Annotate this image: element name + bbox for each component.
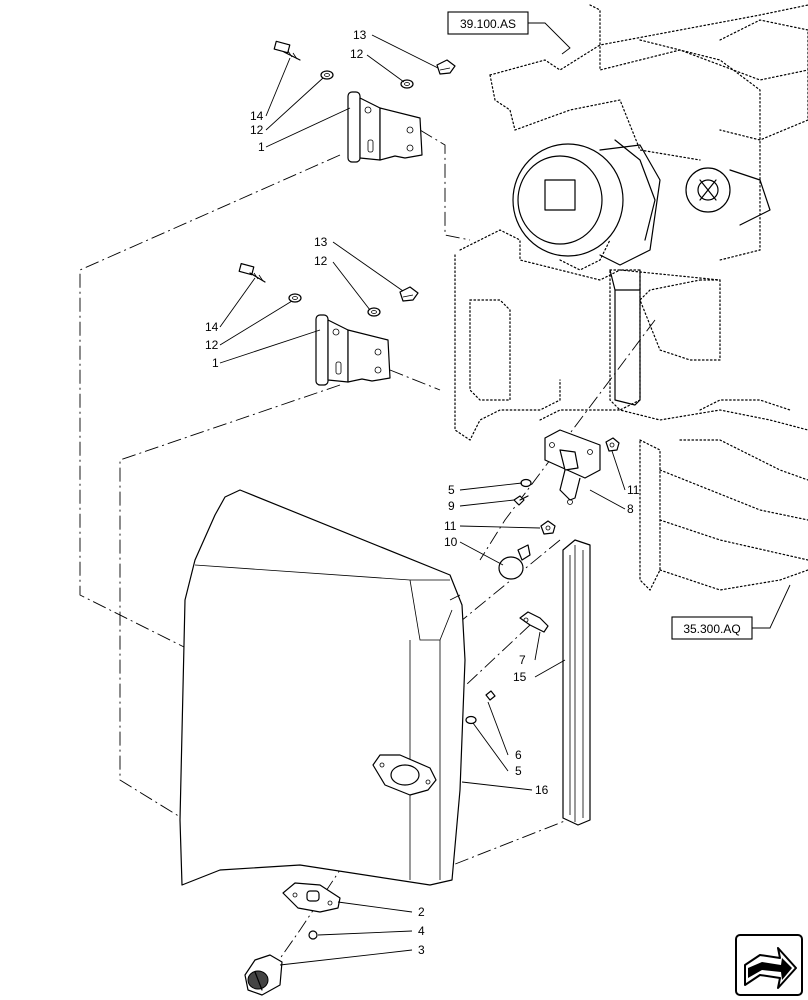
callout: 13 [353, 28, 367, 42]
bolt-14-lower [238, 262, 266, 283]
callout: 1 [212, 356, 219, 370]
nut-13-lower [399, 286, 419, 302]
seal-strip-15 [562, 539, 591, 826]
callout: 4 [418, 924, 425, 938]
hinge-1-upper [347, 91, 423, 163]
nut-13-upper [436, 59, 456, 75]
callout: 11 [627, 483, 640, 497]
hinge-1-lower [315, 314, 391, 386]
washer-12-upper-left [320, 70, 334, 80]
callout: 8 [627, 502, 634, 516]
callout: 12 [250, 123, 264, 137]
washer-5-door [465, 715, 477, 725]
nut-11-upper [605, 437, 620, 452]
callout: 7 [519, 653, 526, 667]
knob-10 [498, 544, 531, 580]
machine-frame [454, 4, 808, 592]
callout: 12 [314, 254, 328, 268]
callout: 10 [444, 535, 458, 549]
washer-4 [308, 930, 318, 940]
callouts-upper-hinge: 13 12 14 12 1 [250, 28, 367, 154]
reference-right[interactable]: 35.300.AQ [671, 584, 791, 640]
callout: 1 [258, 140, 265, 154]
callout: 15 [513, 670, 527, 684]
nut-11-lower [540, 520, 556, 535]
clip-7 [519, 611, 549, 633]
callouts-door: 7 15 6 5 16 [513, 653, 549, 797]
callout: 5 [448, 483, 455, 497]
lower-hinge-group [238, 262, 419, 386]
callouts-latch: 5 9 11 10 11 8 [444, 483, 640, 549]
callout: 9 [448, 499, 455, 513]
callout: 5 [515, 764, 522, 778]
reference-top-label: 39.100.AS [460, 17, 516, 31]
leader-lines [219, 34, 626, 966]
latch-bracket-8 [544, 429, 601, 505]
callout: 2 [418, 905, 425, 919]
washer-5-latch [520, 478, 532, 488]
callout: 12 [205, 338, 219, 352]
callout: 14 [250, 109, 264, 123]
reference-top[interactable]: 39.100.AS [447, 11, 571, 55]
callout: 14 [205, 320, 219, 334]
callout: 16 [535, 783, 549, 797]
reference-right-label: 35.300.AQ [683, 622, 740, 636]
latch-group [498, 429, 620, 580]
callout: 12 [350, 47, 364, 61]
callout: 13 [314, 235, 328, 249]
washer-12-lower-right [367, 307, 381, 317]
callout: 11 [444, 519, 457, 533]
column-housing [512, 139, 771, 406]
lock-cylinder-3 [244, 954, 283, 996]
screw-6 [485, 690, 496, 701]
bolt-14-upper [273, 40, 301, 61]
callout: 6 [515, 748, 522, 762]
door-handle-plate [372, 754, 437, 796]
callout: 3 [418, 943, 425, 957]
callouts-handle: 2 4 3 [418, 905, 425, 957]
handle-plate-2 [282, 882, 341, 913]
next-arrow-icon[interactable] [735, 934, 803, 996]
washer-12-lower-left [288, 293, 302, 303]
door-panel-16 [179, 489, 466, 886]
upper-hinge-group [273, 40, 456, 163]
callouts-lower-hinge: 13 12 14 12 1 [205, 235, 328, 370]
screw-9 [513, 495, 529, 506]
